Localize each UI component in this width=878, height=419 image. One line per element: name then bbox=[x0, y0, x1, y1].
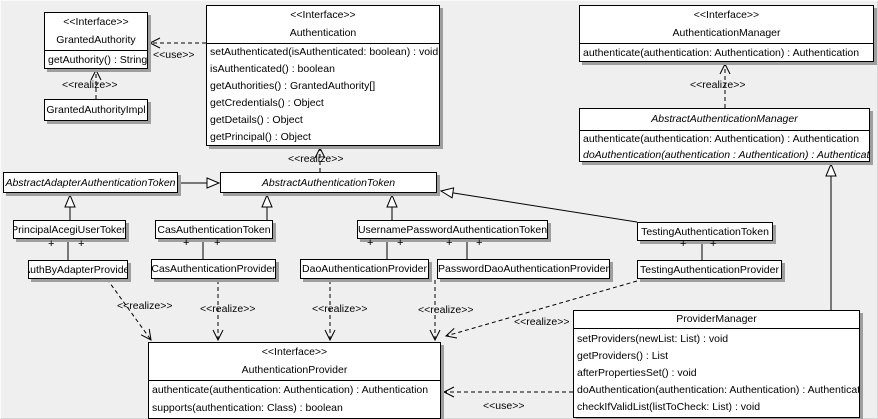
method-row: getDetails() : Object bbox=[210, 114, 303, 126]
method-row: isAuthenticated() : boolean bbox=[210, 63, 335, 75]
class-principal-acegi-user-token[interactable]: PrincipalAcegiUserToken bbox=[13, 220, 126, 239]
class-granted-authority[interactable]: <<Interface>> GrantedAuthority getAuthor… bbox=[44, 12, 148, 69]
class-name: GrantedAuthority bbox=[56, 34, 136, 46]
edge-label-realize: <<realize>> bbox=[288, 153, 344, 165]
method-row: doAuthentication(authentication : Authen… bbox=[583, 149, 870, 161]
edge-label-realize: <<realize>> bbox=[200, 303, 256, 315]
methods-compartment: getAuthority() : String bbox=[45, 50, 148, 68]
edge-label-realize: <<realize>> bbox=[418, 304, 474, 316]
class-username-password-authentication-token[interactable]: UsernamePasswordAuthenticationToken bbox=[357, 220, 548, 239]
class-abstract-authentication-manager[interactable]: AbstractAuthenticationManager authentica… bbox=[579, 108, 870, 162]
class-testing-authentication-provider[interactable]: TestingAuthenticationProvider bbox=[637, 260, 782, 279]
association-end-label: + bbox=[183, 237, 190, 249]
method-row: getAuthorities() : GrantedAuthority[] bbox=[210, 80, 376, 92]
generalization-edges bbox=[64, 162, 837, 310]
class-name: ProviderManager bbox=[676, 313, 757, 325]
class-title: <<Interface>> Authentication bbox=[207, 6, 439, 43]
stereotype-label: <<Interface>> bbox=[290, 9, 356, 21]
association-end-label: + bbox=[446, 237, 453, 249]
class-abstract-authentication-token[interactable]: AbstractAuthenticationToken bbox=[220, 172, 437, 193]
class-authentication[interactable]: <<Interface>> Authentication setAuthenti… bbox=[206, 5, 440, 146]
class-name: CasAuthenticationProvider bbox=[151, 263, 276, 275]
edge-testing-token-extends bbox=[439, 187, 638, 223]
methods-compartment: authenticate(authentication: Authenticat… bbox=[580, 130, 870, 161]
method-row: authenticate(authentication: Authenticat… bbox=[152, 384, 429, 396]
dependency-edges bbox=[90, 37, 731, 398]
class-password-dao-authentication-provider[interactable]: PasswordDaoAuthenticationProvider bbox=[437, 259, 610, 279]
class-provider-manager[interactable]: ProviderManager setProviders(newList: Li… bbox=[573, 310, 860, 418]
class-name: CasAuthenticationToken bbox=[157, 223, 271, 236]
method-row: getAuthority() : String bbox=[48, 54, 148, 66]
class-abstract-adapter-authentication-token[interactable]: AbstractAdapterAuthenticationToken bbox=[3, 172, 178, 193]
method-row: setAuthenticated(isAuthenticated: boolea… bbox=[210, 46, 439, 58]
class-name: AbstractAuthenticationToken bbox=[261, 176, 396, 189]
class-name: GrantedAuthorityImpl bbox=[46, 104, 146, 116]
method-row: authenticate(authentication: Authenticat… bbox=[583, 47, 860, 59]
methods-compartment: setProviders(newList: List) : void getPr… bbox=[574, 328, 859, 416]
class-title: <<Interface>> AuthenticationProvider bbox=[149, 343, 440, 380]
method-row: getCredentials() : Object bbox=[210, 97, 324, 109]
class-title: AbstractAuthenticationManager bbox=[580, 109, 869, 130]
method-row: getPrincipal() : Object bbox=[210, 131, 311, 143]
stereotype-label: <<Interface>> bbox=[693, 9, 760, 21]
edge-label-use: <<use>> bbox=[483, 400, 525, 412]
association-end-label: + bbox=[214, 237, 221, 249]
class-name: PrincipalAcegiUserToken bbox=[13, 223, 126, 236]
class-name: PasswordDaoAuthenticationProvider bbox=[438, 263, 610, 275]
method-row: afterPropertiesSet() : void bbox=[577, 367, 697, 379]
edge-realize-authbyadapter bbox=[106, 278, 152, 341]
method-row: authenticate(authentication: Authenticat… bbox=[583, 133, 860, 145]
edge-label-realize: <<realize>> bbox=[514, 316, 570, 328]
method-row: supports(authentication: Class) : boolea… bbox=[152, 402, 343, 414]
class-title: <<Interface>> GrantedAuthority bbox=[45, 13, 147, 50]
association-end-label: + bbox=[710, 238, 717, 250]
class-cas-authentication-token[interactable]: CasAuthenticationToken bbox=[155, 220, 273, 239]
class-name: DaoAuthenticationProvider bbox=[302, 263, 427, 275]
edge-label-realize: <<realize>> bbox=[690, 79, 746, 91]
edge-label-realize: <<realize>> bbox=[62, 79, 118, 91]
class-name: AuthByAdapterProvider bbox=[28, 263, 128, 276]
edge-realize-testingprovider bbox=[444, 280, 638, 339]
methods-compartment: authenticate(authentication: Authenticat… bbox=[580, 43, 873, 61]
association-edges bbox=[67, 238, 703, 261]
methods-compartment: setAuthenticated(isAuthenticated: boolea… bbox=[207, 43, 439, 145]
association-end-label: + bbox=[367, 237, 374, 249]
class-name: TestingAuthenticationToken bbox=[641, 225, 769, 238]
association-end-label: + bbox=[680, 238, 687, 250]
class-granted-authority-impl[interactable]: GrantedAuthorityImpl bbox=[44, 99, 148, 121]
association-end-label: + bbox=[48, 238, 55, 250]
association-end-label: + bbox=[78, 238, 85, 250]
class-dao-authentication-provider[interactable]: DaoAuthenticationProvider bbox=[300, 259, 429, 279]
methods-compartment: authenticate(authentication: Authenticat… bbox=[149, 380, 440, 417]
class-authentication-manager[interactable]: <<Interface>> AuthenticationManager auth… bbox=[579, 5, 874, 62]
edge-label-use: <<use>> bbox=[153, 49, 195, 61]
class-name: AbstractAuthenticationManager bbox=[651, 113, 798, 125]
method-row: doAuthentication(authentication: Authent… bbox=[577, 384, 860, 396]
class-name: AbstractAdapterAuthenticationToken bbox=[5, 176, 176, 189]
class-testing-authentication-token[interactable]: TestingAuthenticationToken bbox=[637, 222, 773, 241]
association-end-label: + bbox=[476, 237, 483, 249]
method-row: checkIfValidList(listToCheck: List) : vo… bbox=[577, 401, 761, 413]
edge-label-realize: <<realize>> bbox=[117, 300, 173, 312]
class-name: Authentication bbox=[289, 27, 357, 39]
class-title: <<Interface>> AuthenticationManager bbox=[580, 6, 873, 43]
class-name: AuthenticationManager bbox=[672, 27, 781, 39]
class-cas-authentication-provider[interactable]: CasAuthenticationProvider bbox=[151, 259, 276, 279]
edge-label-realize: <<realize>> bbox=[312, 303, 368, 315]
stereotype-label: <<Interface>> bbox=[63, 16, 129, 28]
stereotype-label: <<Interface>> bbox=[261, 346, 328, 358]
method-row: getProviders() : List bbox=[577, 350, 669, 362]
class-name: UsernamePasswordAuthenticationToken bbox=[357, 223, 548, 236]
class-auth-by-adapter-provider[interactable]: AuthByAdapterProvider bbox=[28, 260, 128, 279]
association-end-label: + bbox=[397, 237, 404, 249]
class-authentication-provider[interactable]: <<Interface>> AuthenticationProvider aut… bbox=[148, 342, 441, 419]
class-name: AuthenticationProvider bbox=[241, 364, 348, 376]
method-row: setProviders(newList: List) : void bbox=[577, 333, 729, 345]
class-name: TestingAuthenticationProvider bbox=[640, 263, 779, 276]
